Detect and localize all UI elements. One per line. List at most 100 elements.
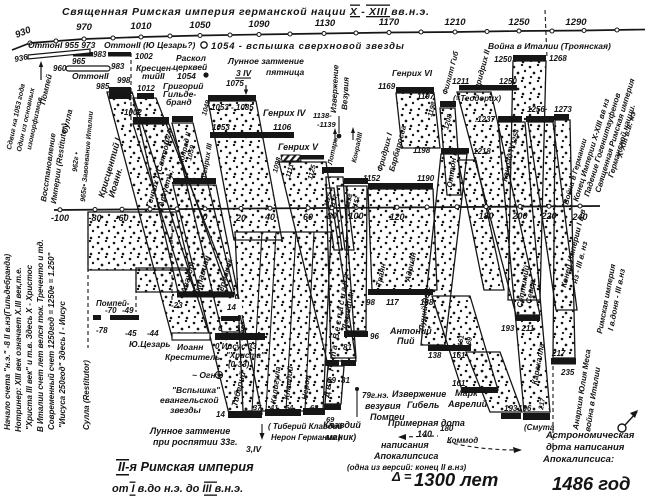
svg-text:ОттонII: ОттонII [72, 71, 109, 81]
svg-text:дота написания: дота написания [546, 442, 625, 453]
svg-text:1137: 1137 [329, 194, 339, 210]
svg-text:Помпей-: Помпей- [96, 299, 130, 308]
svg-text:Извержение: Извержение [392, 389, 446, 399]
svg-text:Ю.Цезарь: Ю.Цезарь [129, 339, 170, 349]
svg-text:1111: 1111 [285, 163, 295, 178]
svg-text:Пий: Пий [397, 336, 415, 346]
svg-text:1210: 1210 [444, 17, 466, 28]
svg-text:1197: 1197 [417, 92, 435, 101]
svg-text:Астрономическая: Астрономическая [545, 430, 635, 441]
svg-text:120: 120 [389, 212, 404, 222]
svg-text:138: 138 [428, 351, 442, 360]
svg-text:Генрих VI: Генрих VI [392, 68, 433, 78]
svg-text:1002: 1002 [135, 52, 153, 61]
svg-text:100: 100 [348, 211, 363, 221]
svg-text:-45: -45 [125, 329, 137, 338]
svg-text:-23: -23 [171, 301, 183, 310]
svg-text:"Иисуса 250год" Здесь I - Иису: "Иисуса 250год" Здесь I - Иисус [58, 301, 67, 428]
svg-text:ОттонII (Ю Цезарь?): ОттонII (Ю Цезарь?) [104, 40, 195, 50]
svg-text:Примерная дота: Примерная дота [388, 418, 465, 428]
svg-text:Сулла (Restitutor): Сулла (Restitutor) [82, 360, 91, 430]
svg-text:Δ =: Δ = [391, 469, 412, 484]
svg-text:церквей: церквей [173, 62, 208, 72]
svg-text:180: 180 [440, 424, 454, 433]
svg-text:Клавдий: Клавдий [282, 366, 295, 401]
svg-text:217: 217 [538, 397, 547, 412]
svg-text:161: 161 [457, 335, 466, 348]
svg-text:965: 965 [72, 57, 86, 66]
svg-text:983: 983 [93, 50, 107, 59]
svg-text:1268: 1268 [549, 54, 567, 63]
svg-text:Коммод: Коммод [447, 436, 478, 445]
svg-text:985: 985 [96, 82, 110, 91]
svg-text:-78: -78 [96, 326, 108, 335]
svg-text:Гибель: Гибель [407, 400, 439, 410]
svg-text:Креститель: Креститель [165, 352, 220, 362]
svg-text:Современный счет 1250год = 125: Современный счет 1250год = 1250е = 1.250… [47, 252, 56, 430]
svg-text:"Христа": "Христа" [226, 351, 265, 360]
svg-text:Генрих IV: Генрих IV [263, 108, 307, 118]
svg-text:звезды: звезды [170, 405, 201, 415]
svg-text:Раскол: Раскол [176, 53, 207, 63]
svg-text:0 Иисус 33: 0 Иисус 33 [215, 342, 257, 351]
svg-text:(=Теодорих): (=Теодорих) [453, 94, 501, 103]
svg-text:Начало счета "н.э." -8 II в.нз: Начало счета "н.э." -8 II в.нз(Гильдебра… [3, 253, 12, 430]
svg-text:1250: 1250 [499, 77, 517, 86]
svg-text:180: 180 [478, 211, 493, 221]
svg-text:1138: 1138 [344, 193, 354, 209]
svg-text:1053: 1053 [212, 123, 230, 132]
svg-text:1090: 1090 [248, 19, 270, 30]
svg-text:"Христа III век" и т.в. Здесь: "Христа III век" и т.в. Здесь X - Христо… [25, 264, 34, 430]
svg-text:пятница: пятница [266, 67, 304, 77]
svg-text:69: 69 [326, 415, 335, 424]
svg-text:936: 936 [14, 52, 29, 64]
svg-text:маник): маник) [326, 432, 356, 442]
svg-text:193 - 211: 193 - 211 [501, 324, 535, 333]
svg-text:161: 161 [452, 379, 466, 388]
svg-text:-44: -44 [147, 329, 159, 338]
svg-text:1198: 1198 [427, 101, 438, 117]
svg-text:1250: 1250 [494, 55, 512, 64]
svg-text:Иоанн: Иоанн [177, 342, 203, 352]
svg-text:1002: 1002 [112, 93, 127, 100]
svg-text:14: 14 [227, 303, 236, 312]
svg-text:60: 60 [303, 212, 313, 222]
svg-text:235: 235 [560, 368, 575, 377]
svg-text:(Смута: (Смута [524, 423, 555, 432]
svg-text:Нотринер: XIII век означает X.: Нотринер: XIII век означает X.III век,т.… [14, 267, 23, 432]
svg-text:240: 240 [571, 212, 587, 222]
svg-text:-70: -70 [105, 306, 117, 315]
svg-text:Гильде-: Гильде- [163, 89, 196, 99]
svg-text:80: 80 [327, 211, 337, 221]
svg-text:6: 6 [218, 324, 223, 333]
svg-text:1125: 1125 [307, 164, 318, 180]
svg-text:Апокалипсиса:: Апокалипсиса: [542, 454, 614, 465]
svg-text:14: 14 [216, 410, 225, 419]
svg-text:193: 193 [504, 404, 518, 413]
svg-text:~ Огнз: ~ Огнз [192, 370, 221, 380]
svg-text:200: 200 [511, 211, 527, 221]
svg-text:.1237: .1237 [475, 115, 496, 124]
svg-text:20: 20 [235, 213, 246, 223]
svg-text:Апокалипсиса: Апокалипсиса [373, 451, 438, 461]
svg-text:217: 217 [551, 349, 566, 358]
svg-text:98: 98 [366, 298, 375, 307]
svg-text:Священная Римская империя герм: Священная Римская империя германской нац… [62, 6, 430, 18]
svg-text:220: 220 [540, 211, 556, 221]
svg-text:983: 983 [111, 62, 125, 71]
svg-text:Григорий: Григорий [163, 81, 204, 91]
svg-text:1250: 1250 [508, 17, 530, 28]
svg-text:1300 лет: 1300 лет [414, 469, 498, 490]
svg-text:1290: 1290 [565, 17, 587, 28]
svg-text:40: 40 [264, 212, 275, 222]
svg-text:3,IV: 3,IV [246, 444, 262, 454]
svg-text:Нерон Германик ): Нерон Германик ) [271, 433, 341, 442]
svg-text:962г •: 962г • [72, 151, 81, 172]
svg-text:Нерон: Нерон [300, 374, 312, 400]
svg-text:138: 138 [420, 298, 434, 307]
svg-text:В Италии счет лет велся ток. Т: В Италии счет лет велся ток. Треченто и … [36, 239, 45, 432]
svg-text:1170: 1170 [379, 17, 400, 28]
svg-text:1208: 1208 [443, 114, 454, 131]
svg-text:1002: 1002 [124, 108, 142, 117]
svg-text:Война в Италии (Троянская): Война в Италии (Троянская) [488, 41, 611, 51]
